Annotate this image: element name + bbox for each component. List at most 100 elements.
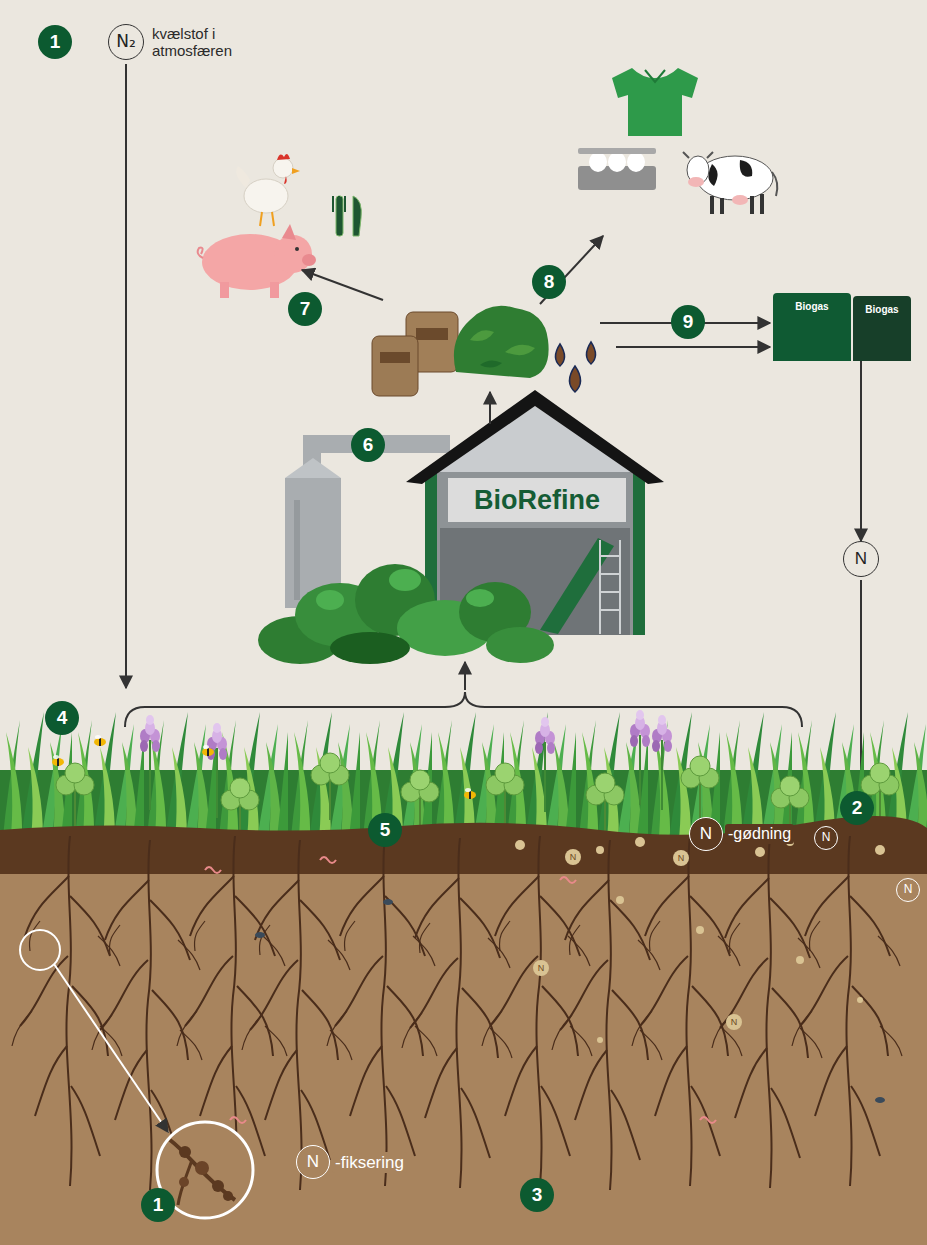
callout-number: 3: [520, 1178, 554, 1212]
soil: [712, 838, 822, 1188]
biorefinery-building: [406, 390, 664, 484]
nitrogen-circle: N: [296, 1145, 330, 1179]
soil: [230, 1117, 246, 1123]
soil: [875, 845, 885, 855]
soil: [12, 836, 122, 1186]
juice-drops: [556, 342, 596, 392]
biorefinery-sign: BioRefine: [448, 478, 626, 522]
soil: [242, 840, 352, 1190]
flow-arrows: [489, 392, 491, 424]
soil: [696, 926, 704, 934]
chicken-icon: [244, 179, 288, 213]
callout-number: 5: [368, 813, 402, 847]
soil: [205, 867, 221, 873]
soil: [0, 816, 927, 874]
flow-arrows: [125, 64, 861, 788]
cow-icon: [683, 152, 713, 158]
root-nodule-zoom: [179, 1177, 189, 1187]
soil: [700, 1117, 716, 1123]
egg-carton-icon: [578, 148, 656, 154]
soil-label: -fiksering: [332, 1152, 407, 1173]
callout-number: 6: [351, 428, 385, 462]
soil: [796, 956, 804, 964]
pig-icon: [295, 247, 299, 251]
callout-number: 9: [671, 305, 705, 339]
grass-field: [652, 715, 672, 810]
juice-drops: [556, 344, 565, 366]
green-fibre: [454, 306, 549, 378]
biorefinery-building: [294, 500, 300, 600]
node-text: Biogas: [865, 304, 898, 315]
soil: [402, 838, 512, 1188]
grass-field: [94, 735, 106, 746]
nitrogen-circle: N: [896, 878, 920, 902]
juice-drops: [570, 366, 581, 392]
pig-icon: [198, 248, 203, 258]
grass-field: [311, 753, 349, 820]
crop-heap: [330, 632, 410, 664]
green-fibre: [470, 330, 494, 341]
flow-arrows: [616, 346, 770, 348]
green-fibre: [480, 360, 502, 367]
pig-icon: [220, 282, 229, 298]
callout-number: 4: [45, 701, 79, 735]
pig-icon: [270, 282, 279, 298]
biorefinery-building: [285, 458, 341, 478]
nitrogen-dot: N: [533, 960, 549, 976]
callout-number: 2: [840, 791, 874, 825]
grass-field: [56, 763, 94, 830]
grass-field: [464, 788, 476, 799]
chicken-icon: [277, 154, 290, 160]
nitrogen-circle: N: [689, 817, 723, 851]
egg-carton-icon: [589, 152, 607, 172]
soil: [857, 997, 863, 1003]
callout-number: 8: [532, 265, 566, 299]
atmosphere-node: N₂kvælstof i atmosfæren: [108, 22, 308, 62]
nitrogen-symbol: N₂: [108, 24, 144, 60]
biorefinery-building: [285, 390, 664, 635]
cow-icon: [688, 177, 704, 187]
root-nodule-zoom: [223, 1191, 233, 1201]
chicken-icon: [236, 154, 300, 226]
biorefinery-building: [448, 478, 626, 522]
biogas-tank: Biogas: [853, 296, 911, 361]
nitrogen-circle: N: [843, 541, 879, 577]
crop-heap: [466, 589, 494, 607]
egg-carton-icon: [608, 152, 626, 172]
grass-field: [202, 745, 214, 756]
crop-heap: [258, 564, 554, 664]
soil: [327, 836, 437, 1186]
soil: [560, 877, 576, 883]
flow-arrows: [125, 64, 127, 688]
pig-icon: [282, 224, 296, 240]
crop-heap: [389, 569, 421, 591]
cow-icon: [683, 152, 777, 214]
nitrogen-dot: N: [726, 1014, 742, 1030]
cow-icon: [708, 164, 717, 186]
chicken-icon: [273, 158, 293, 178]
soil: [875, 1097, 885, 1103]
crop-heap: [316, 590, 344, 610]
node-text: BioRefine: [474, 485, 600, 515]
cow-icon: [697, 156, 773, 200]
chicken-icon: [284, 176, 287, 184]
soil: [383, 899, 393, 905]
root-nodule-zoom: [178, 1160, 192, 1205]
cow-icon: [712, 194, 762, 214]
feed-bags: [372, 312, 458, 396]
flow-arrow: [860, 361, 862, 541]
cutlery-icon: [333, 196, 345, 212]
green-fibre: [505, 345, 535, 355]
cow-icon: [772, 172, 777, 196]
egg-carton-icon: [627, 152, 645, 172]
shirt-icon: [612, 68, 698, 136]
feed-bags: [380, 352, 410, 363]
soil: [320, 857, 336, 863]
soil: [482, 836, 592, 1186]
soil-label: -gødning: [725, 824, 794, 844]
callout-number: 1: [38, 25, 72, 59]
cutlery-icon: [353, 196, 361, 236]
grass-field: [486, 763, 524, 830]
grass-field: [681, 756, 719, 823]
